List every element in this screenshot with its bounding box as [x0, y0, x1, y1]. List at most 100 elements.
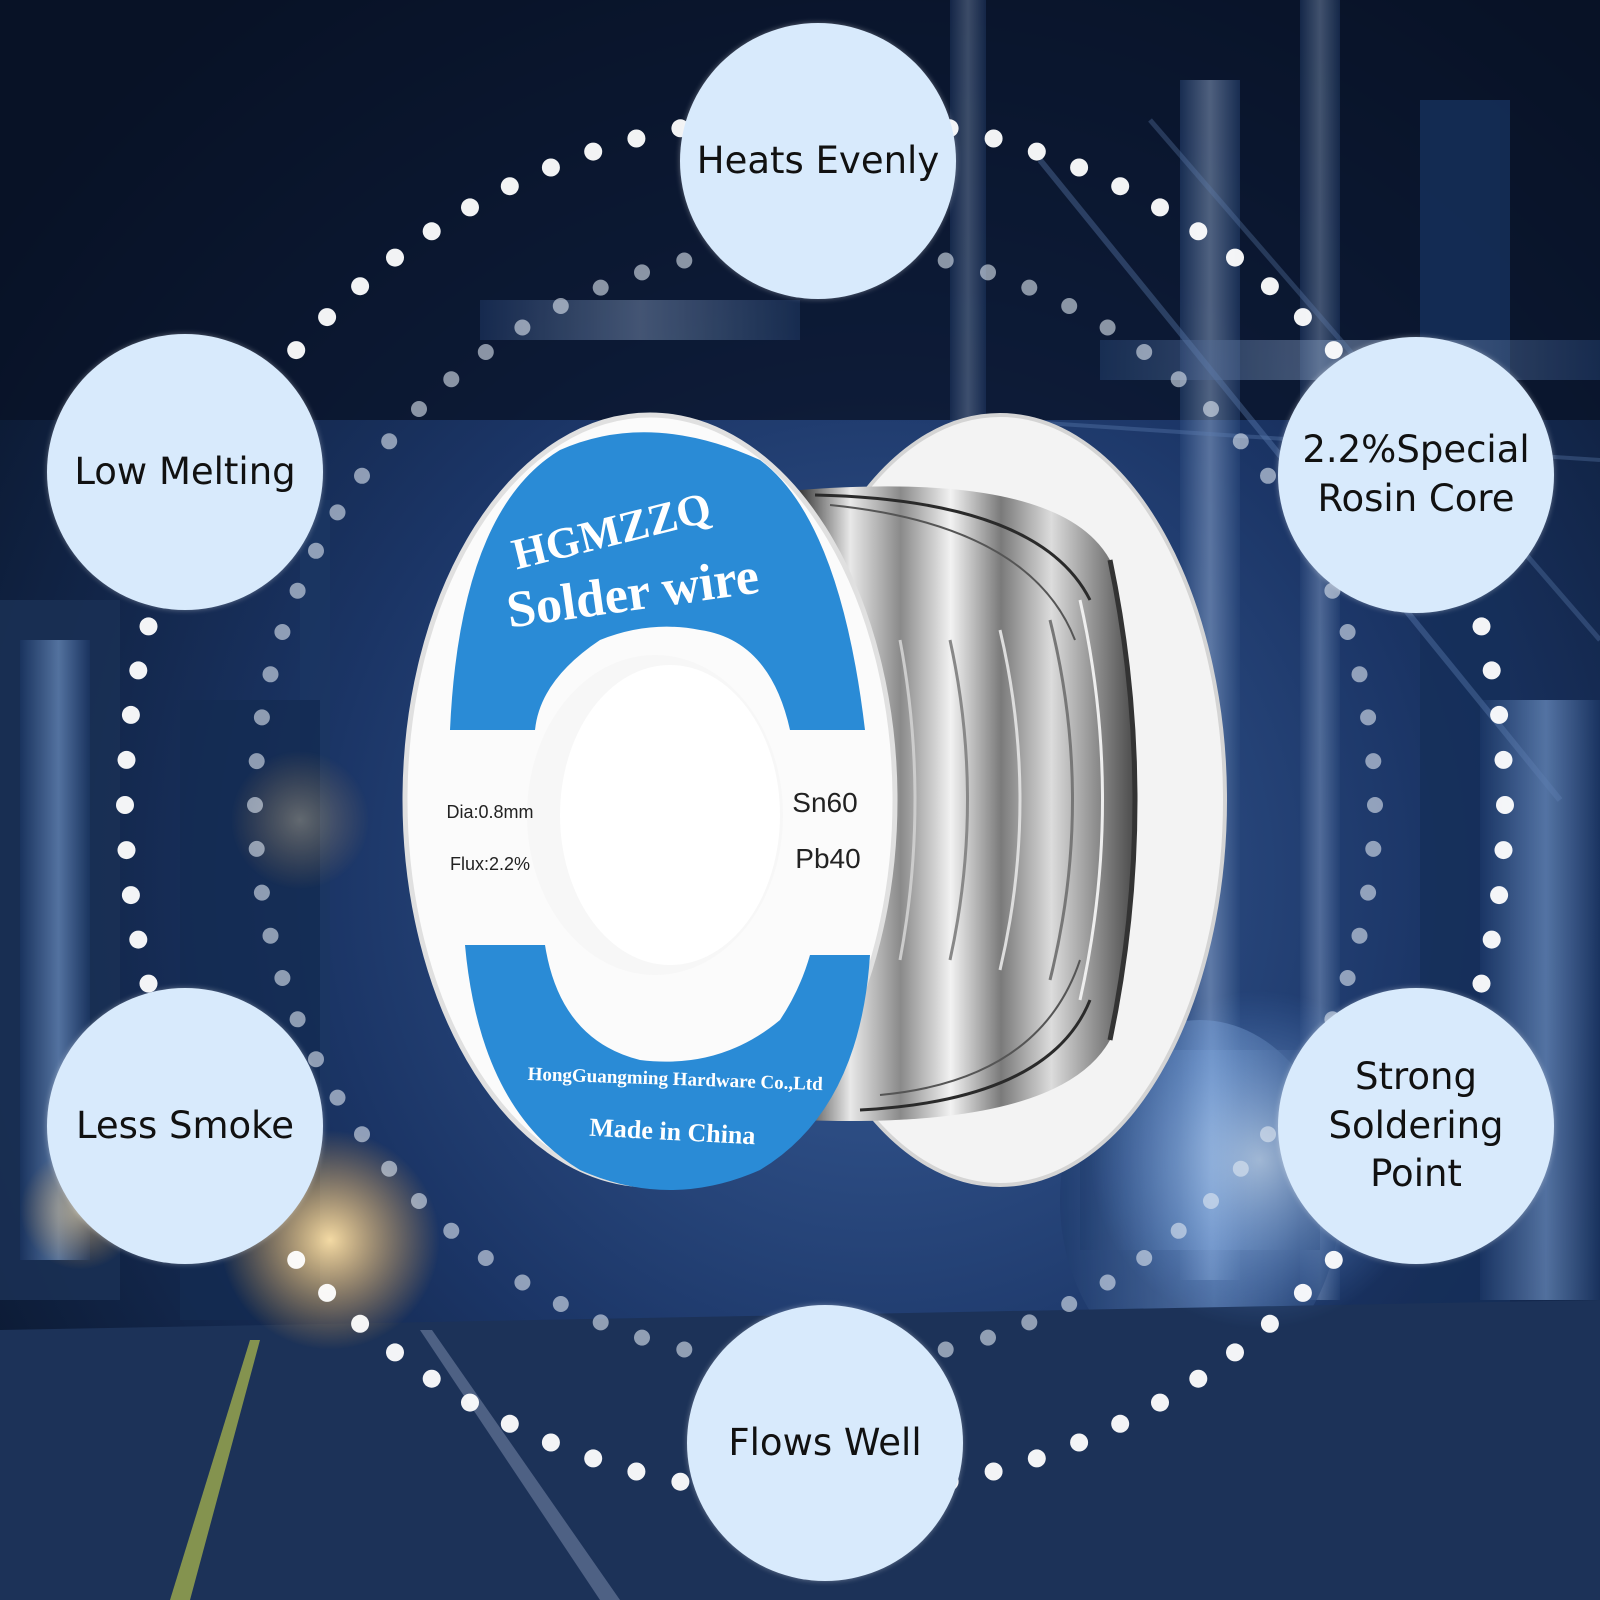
ring-dot: [443, 371, 460, 388]
feature-strong-line2: Soldering: [1328, 1103, 1504, 1147]
ring-dot: [248, 753, 265, 770]
ring-dot: [289, 1011, 306, 1028]
ring-dot: [937, 252, 954, 269]
ring-dot: [1324, 1250, 1343, 1269]
ring-dot: [289, 582, 306, 599]
ring-dot: [1367, 797, 1383, 813]
feature-low-melting: Low Melting: [47, 334, 323, 610]
ring-dot: [1260, 467, 1276, 484]
ring-dot: [1482, 930, 1501, 949]
ring-dot: [1136, 344, 1153, 360]
ring-dot: [1324, 341, 1343, 360]
ring-dot: [552, 1296, 569, 1312]
ring-dot: [634, 264, 650, 281]
ring-dot: [461, 198, 479, 217]
ring-dot: [287, 1250, 306, 1269]
ring-dot: [1472, 617, 1491, 636]
ring-dot: [1070, 1433, 1089, 1452]
ring-dot: [984, 129, 1003, 148]
ring-dot: [248, 840, 265, 857]
ring-dot: [676, 252, 693, 269]
ring-dot: [1136, 1250, 1153, 1266]
ring-dot: [274, 624, 291, 640]
ring-dot: [253, 884, 270, 901]
ring-dot: [477, 1250, 494, 1266]
ring-dot: [671, 1472, 690, 1491]
ring-dot: [121, 705, 140, 724]
ring-dot: [1189, 1369, 1208, 1388]
ring-dot: [634, 1329, 650, 1346]
ring-dot: [514, 319, 531, 336]
ring-dot: [1339, 624, 1356, 640]
ring-dot: [1111, 1414, 1130, 1433]
spool-lead: Pb40: [795, 843, 860, 874]
ring-dot: [1189, 222, 1208, 241]
ring-dot: [1490, 886, 1509, 905]
ring-dot: [1151, 198, 1169, 217]
ring-dot: [1339, 970, 1356, 986]
ring-dot: [1365, 753, 1382, 770]
ring-dot: [514, 1274, 531, 1291]
ring-dot: [1360, 709, 1377, 726]
ring-dot: [541, 158, 560, 177]
ring-dot: [1203, 401, 1219, 417]
ring-dot: [461, 1393, 479, 1412]
feature-strong-line1: Strong: [1355, 1054, 1477, 1098]
ring-dot: [1260, 1314, 1279, 1333]
ring-dot: [354, 467, 370, 484]
ring-dot: [500, 1414, 519, 1433]
ring-dot: [676, 1341, 693, 1358]
ring-dot: [584, 1449, 603, 1468]
ring-dot: [351, 277, 370, 296]
ring-dot: [1232, 1160, 1249, 1177]
ring-dot: [1494, 750, 1513, 769]
label-blue-bottom: [465, 945, 870, 1190]
ring-dot: [422, 1369, 441, 1388]
ring-dot: [129, 930, 148, 949]
ring-dot: [1351, 927, 1368, 944]
feature-flows-well-text: Flows Well: [728, 1420, 922, 1464]
ring-dot: [287, 341, 306, 360]
ring-dot: [1226, 1343, 1244, 1362]
ring-dot: [1061, 1296, 1078, 1312]
solder-wire-coil: [800, 486, 1138, 1121]
ring-dot: [584, 142, 603, 161]
ring-dot: [627, 129, 646, 148]
ring-dot: [1360, 884, 1377, 901]
ring-dot: [1260, 1126, 1276, 1143]
ring-dot: [351, 1314, 370, 1333]
ring-dot: [117, 750, 136, 769]
ring-dot: [1170, 371, 1187, 388]
ring-dot: [139, 617, 158, 636]
ring-dot: [381, 433, 398, 450]
feature-strong-line3: Point: [1370, 1152, 1462, 1196]
ring-dot: [354, 1126, 370, 1143]
feature-heats-evenly-text: Heats Evenly: [696, 138, 940, 182]
ring-dot: [1351, 666, 1368, 683]
ring-dot: [116, 796, 134, 814]
ring-dot: [477, 344, 494, 360]
ring-dot: [627, 1462, 646, 1481]
spool-diameter: Dia:0.8mm: [446, 802, 533, 822]
ring-dot: [386, 1343, 404, 1362]
ring-dot: [117, 841, 136, 860]
ring-dot: [1365, 840, 1382, 857]
ring-dot: [1151, 1393, 1169, 1412]
ring-dot: [121, 886, 140, 905]
ring-dot: [1111, 177, 1130, 196]
ring-dot: [984, 1462, 1003, 1481]
ring-dot: [1061, 298, 1078, 314]
ring-dot: [381, 1160, 398, 1177]
feature-heats-evenly: Heats Evenly: [680, 23, 956, 299]
feature-rosin-core: 2.2%Special Rosin Core: [1278, 337, 1554, 613]
ring-dot: [443, 1222, 460, 1239]
ring-dot: [980, 264, 996, 281]
ring-dot: [1490, 705, 1509, 724]
ring-dot: [139, 974, 158, 993]
ring-dot: [592, 279, 609, 296]
feature-rosin-core-line2: Rosin Core: [1317, 477, 1515, 520]
ring-dot: [1021, 1314, 1038, 1331]
ring-dot: [937, 1341, 954, 1358]
spool-tin: Sn60: [792, 787, 857, 818]
ring-dot: [262, 666, 279, 683]
